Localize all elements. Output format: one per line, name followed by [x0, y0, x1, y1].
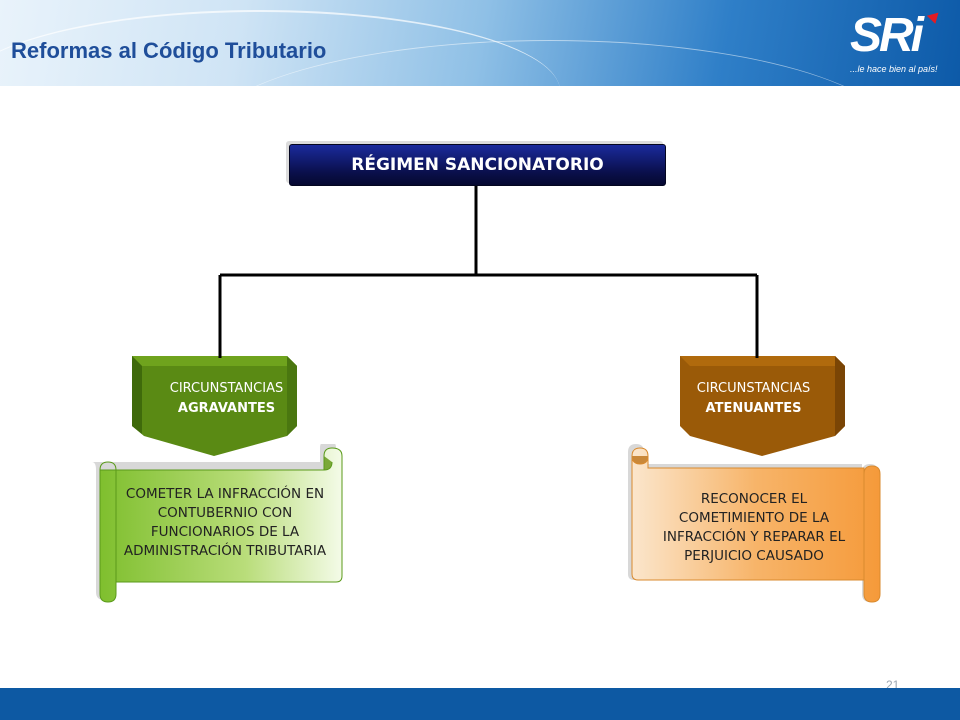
agravantes-line2: AGRAVANTES	[177, 401, 276, 416]
slide-title: Reformas al Código Tributario	[11, 38, 327, 63]
footer-bar	[0, 688, 960, 720]
header-swoosh	[0, 10, 560, 86]
root-node-regimen-sancionatorio: RÉGIMEN SANCIONATORIO	[289, 144, 666, 186]
atenuantes-line1: CIRCUNSTANCIAS	[696, 381, 811, 396]
atenuantes-line2: ATENUANTES	[705, 401, 802, 416]
header-swoosh-secondary	[200, 40, 900, 86]
atenuantes-detail-text: RECONOCER EL COMETIMIENTO DE LA INFRACCI…	[662, 491, 846, 564]
scroll-agravantes-detail	[92, 444, 343, 603]
agravantes-line1: CIRCUNSTANCIAS	[169, 381, 284, 396]
logo-wordmark: SRi	[850, 9, 924, 62]
node-circunstancias-agravantes: CIRCUNSTANCIAS AGRAVANTES	[132, 356, 297, 456]
scroll-atenuantes-detail	[628, 444, 881, 603]
agravantes-detail-text: COMETER LA INFRACCIÓN EN CONTUBERNIO CON…	[123, 486, 327, 559]
sri-logo: SRi ...le hace bien al país!	[850, 10, 945, 80]
logo-tagline: ...le hace bien al país!	[850, 64, 938, 74]
node-circunstancias-atenuantes: CIRCUNSTANCIAS ATENUANTES	[680, 356, 845, 456]
header-banner: Reformas al Código Tributario SRi ...le …	[0, 0, 960, 86]
